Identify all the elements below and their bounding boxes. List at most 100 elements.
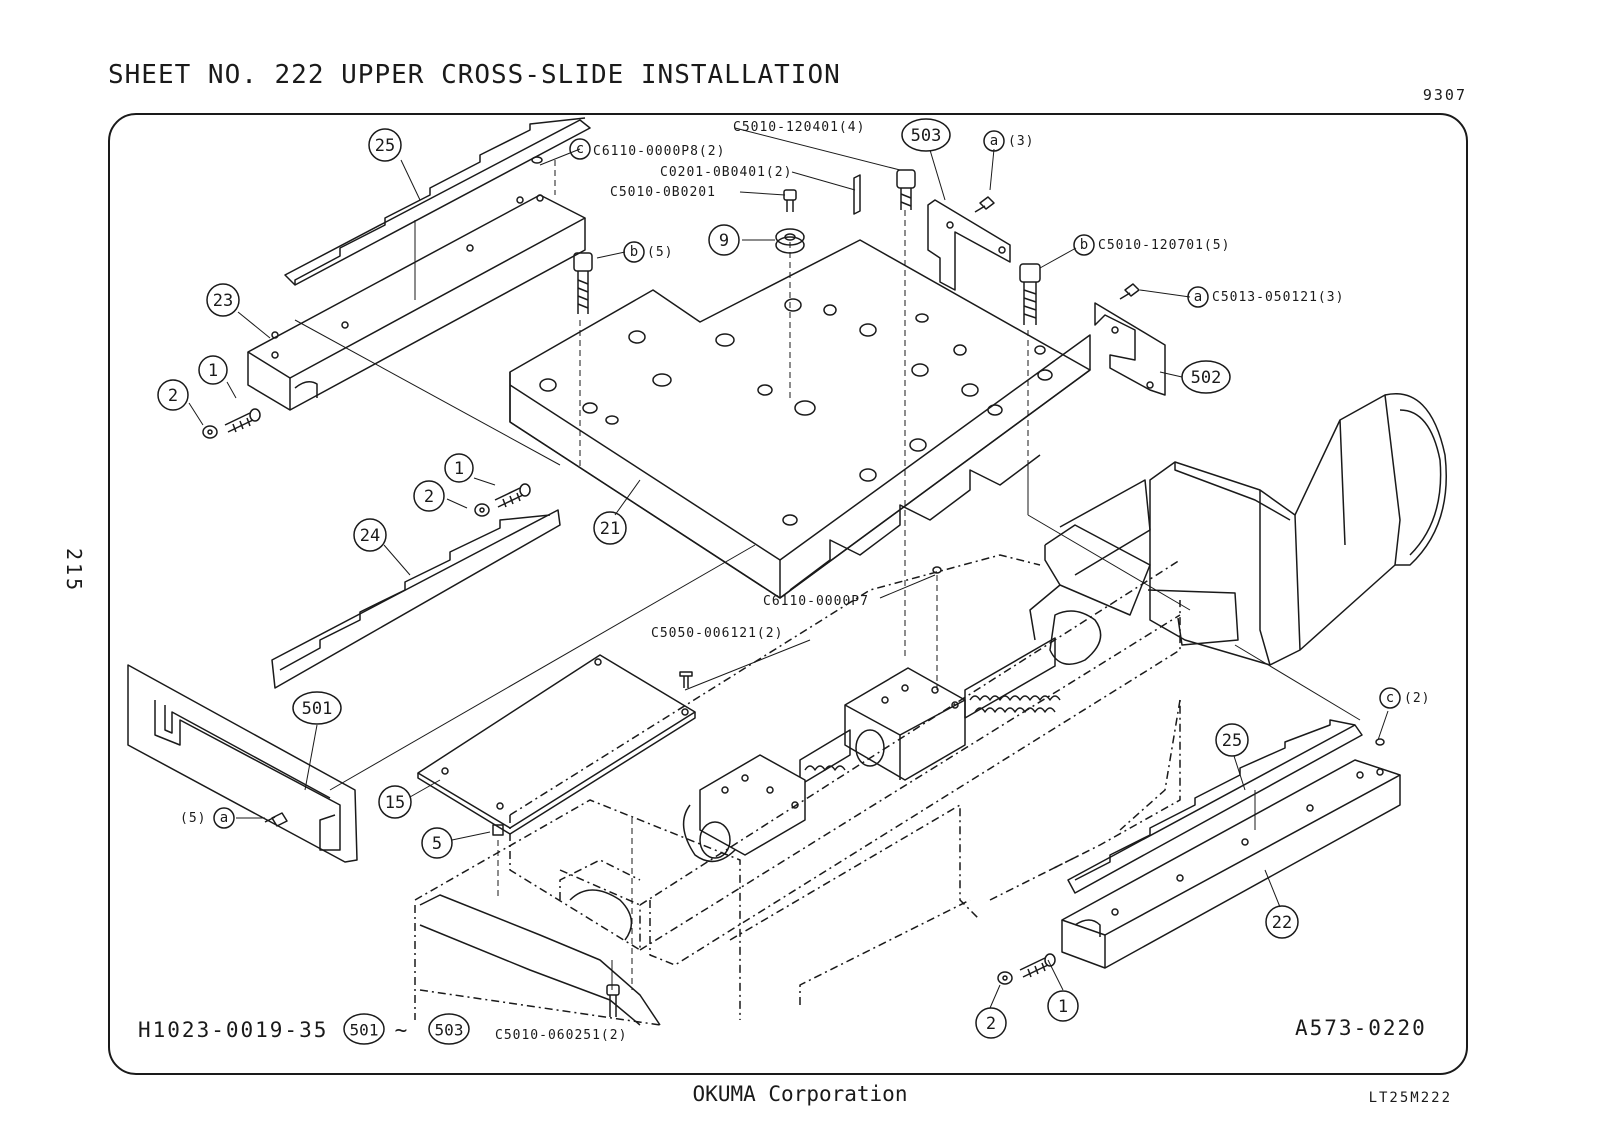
label-a5-qty: (5): [180, 811, 206, 826]
screw-a-top: [974, 196, 995, 213]
callout-circle-23: [206, 283, 240, 317]
leader-lines: [188, 127, 1389, 1009]
drawing-code: LT25M222: [1368, 1090, 1452, 1106]
callout-c-right: c: [1386, 690, 1394, 706]
callout-1-bottom: 1: [1058, 997, 1068, 1017]
callout-circle-5: [421, 827, 453, 859]
page-number: 215: [62, 548, 86, 594]
bolt-1-bottom: [1019, 953, 1056, 978]
label-c5010-120701: C5010-120701(5): [1098, 238, 1230, 253]
ball-screw: [682, 610, 1102, 863]
lower-base-solid: [419, 889, 661, 1026]
callout-1-upper: 1: [208, 361, 218, 381]
callout-2-bottom: 2: [986, 1014, 996, 1034]
callout-circle-a-left: [213, 807, 235, 829]
gib-25-right: [1067, 719, 1363, 894]
label-c6110-p8: C6110-0000P8(2): [593, 144, 725, 159]
callout-a-top: a: [990, 133, 998, 149]
callout-circle-25-right: [1215, 723, 1249, 757]
set-screw-5: [492, 824, 504, 836]
callout-5: 5: [432, 834, 442, 854]
callout-501: 501: [302, 699, 333, 719]
label-b5-qty: (5): [647, 245, 673, 260]
callout-25-right: 25: [1222, 731, 1242, 751]
long-leader-lines: [294, 220, 1361, 990]
callout-9: 9: [719, 231, 729, 251]
callout-a-left: a: [220, 810, 228, 826]
nut-2-mid: [474, 503, 490, 517]
plate-501: [127, 664, 358, 863]
callout-circle-2-upper: [157, 379, 189, 411]
screw-c5050: [679, 671, 693, 688]
callout-circle-1-bottom: [1047, 990, 1079, 1022]
plate-502: [1094, 302, 1166, 396]
callout-circle-2-mid: [413, 480, 445, 512]
callout-circle-501-ref: [343, 1013, 385, 1045]
nut-2-upper: [202, 425, 218, 439]
callout-a-right: a: [1194, 289, 1202, 305]
callout-circle-21: [593, 511, 627, 545]
callout-23: 23: [213, 291, 233, 311]
callout-25-top: 25: [375, 136, 395, 156]
gib-24: [271, 509, 561, 689]
callout-circle-15: [378, 785, 412, 819]
cover-plate-15: [417, 654, 696, 835]
slide-block-22: [1061, 759, 1401, 969]
callout-24: 24: [360, 526, 380, 546]
bolt-b-left: [573, 252, 593, 314]
range-tilde: ~: [395, 1018, 410, 1042]
bolt-b-right: [1019, 263, 1041, 325]
drawing-frame: [108, 113, 1468, 1075]
callout-501-ref: 501: [350, 1021, 379, 1040]
servo-motor: [1059, 393, 1447, 666]
callout-2-mid: 2: [424, 487, 434, 507]
callout-circle-503: [901, 118, 951, 152]
screw-a-right: [1119, 283, 1140, 300]
callout-circle-24: [353, 518, 387, 552]
bolt-1-upper: [224, 408, 261, 433]
dowel-pin: [853, 174, 861, 215]
assembly-ref: H1023-0019-35: [138, 1018, 328, 1042]
callout-15: 15: [385, 793, 405, 813]
company-name: OKUMA Corporation: [692, 1082, 908, 1106]
callout-circle-a-top: [983, 130, 1005, 152]
callout-circle-2-bottom: [975, 1007, 1007, 1039]
nut-2-bottom: [997, 971, 1013, 985]
label-a3-qty: (3): [1008, 134, 1034, 149]
motor-bracket: [1029, 524, 1151, 641]
callout-circle-1-upper: [198, 355, 228, 385]
callout-circle-c-top: [569, 138, 591, 160]
callout-b-right: b: [1080, 237, 1088, 253]
callout-circle-22: [1265, 905, 1299, 939]
callout-circle-1-mid: [444, 453, 474, 483]
callout-circle-b-right: [1073, 234, 1095, 256]
plate-holes: [539, 298, 1053, 526]
callout-circle-a-right: [1187, 286, 1209, 308]
callout-c-top: c: [576, 141, 584, 157]
callout-circles: [157, 118, 1401, 1045]
sheet-title: SHEET NO. 222 UPPER CROSS-SLIDE INSTALLA…: [108, 60, 841, 90]
drawing-number: A573-0220: [1295, 1016, 1427, 1040]
bolt-c5010-060251: [606, 984, 620, 1017]
nut-9: [775, 228, 805, 254]
callout-22: 22: [1272, 913, 1292, 933]
gib-25-top: [284, 117, 591, 286]
slide-block-23: [247, 194, 586, 411]
pin-c6110-p7: [932, 566, 942, 574]
small-screw-9: [783, 189, 797, 212]
page-code: 9307: [1422, 86, 1467, 104]
bolt-1-mid: [494, 483, 531, 508]
callout-2-upper: 2: [168, 386, 178, 406]
fasteners: [202, 156, 1385, 1017]
label-c5010-080201: C5010-0B0201: [610, 185, 716, 200]
carriage-plate: [509, 239, 1091, 599]
label-c5050: C5050-006121(2): [651, 626, 783, 641]
assembly-lines: [497, 160, 1029, 990]
screw-a-left: [264, 812, 288, 827]
callout-503: 503: [911, 126, 942, 146]
label-c5013: C5013-050121(3): [1212, 290, 1344, 305]
callout-circle-502: [1181, 360, 1231, 394]
label-c5010-120401: C5010-120401(4): [733, 120, 865, 135]
callout-circle-503-ref: [428, 1013, 470, 1045]
